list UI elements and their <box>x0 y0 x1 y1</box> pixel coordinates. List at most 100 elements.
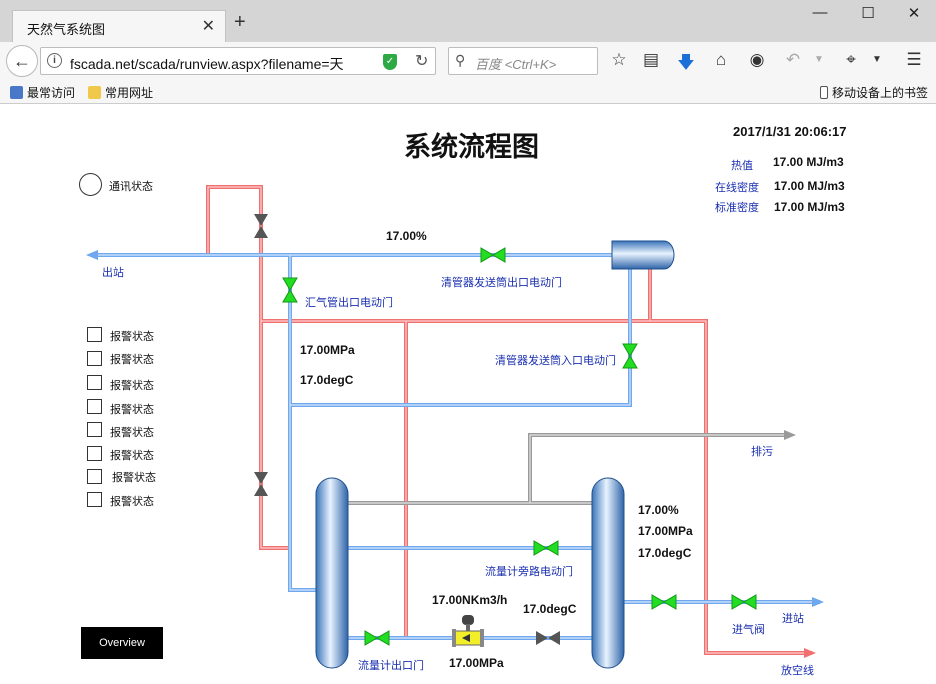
header-valve-label: 汇气管出口电动门 <box>305 297 393 309</box>
flow-meter-icon[interactable] <box>452 615 484 647</box>
flow-value: 17.00NKm3/h <box>432 593 508 607</box>
page-title: 系统流程图 <box>404 132 539 162</box>
search-icon: ⚲ <box>455 52 466 68</box>
drain-arrow-icon <box>784 430 796 440</box>
heat-value-label: 热值 <box>731 160 753 172</box>
browser-tab[interactable]: 天然气系统图 ✕ <box>12 10 226 42</box>
home-icon[interactable]: ⌂ <box>715 50 727 69</box>
gas-pipes <box>92 253 820 640</box>
back-button[interactable]: ← <box>6 45 38 77</box>
flow-temp-value: 17.0degC <box>523 602 577 616</box>
navigation-bar: ← i fscada.net/scada/runview.aspx?filena… <box>0 42 936 80</box>
outlet-label: 出站 <box>102 267 124 279</box>
alarm-indicator <box>87 351 102 366</box>
alarm-label: 报警状态 <box>110 496 154 508</box>
bypass-valve-label: 流量计旁路电动门 <box>485 566 573 578</box>
valve-inlet[interactable] <box>622 343 638 369</box>
menu-icon[interactable]: ☰ <box>906 50 922 69</box>
mobile-icon <box>820 86 828 99</box>
tab-title: 天然气系统图 <box>27 22 106 37</box>
mobile-bookmarks-label: 移动设备上的书签 <box>832 86 929 100</box>
right-temp-value: 17.0degC <box>638 546 692 560</box>
outlet-arrow-icon <box>86 250 98 260</box>
process-diagram <box>86 185 824 669</box>
crop-dropdown-icon[interactable]: ▼ <box>872 54 882 65</box>
bookmark-common-sites[interactable]: 常用网址 <box>88 84 153 101</box>
drain-pipes <box>348 433 790 505</box>
inlet-arrow-icon <box>812 597 824 607</box>
online-density-value: 17.00 MJ/m3 <box>774 179 845 193</box>
bookmarks-toolbar: 最常访问 常用网址 移动设备上的书签 <box>0 80 936 104</box>
close-tab-icon[interactable]: ✕ <box>201 18 215 35</box>
alarm-indicator <box>87 422 102 437</box>
valve-flow-closed[interactable] <box>536 631 560 645</box>
most-visited-icon <box>10 86 23 99</box>
right-percent-value: 17.00% <box>638 503 679 517</box>
url-bar[interactable]: i fscada.net/scada/runview.aspx?filename… <box>40 47 436 75</box>
reading-list-icon[interactable]: ▤ <box>642 50 660 69</box>
valve-header[interactable] <box>282 277 298 303</box>
valve-vent-lower[interactable] <box>254 472 268 496</box>
folder-icon <box>88 86 101 99</box>
alarm-label: 报警状态 <box>110 354 154 366</box>
comm-status-label: 通讯状态 <box>109 181 153 193</box>
vent-arrow-icon <box>804 648 816 658</box>
url-text[interactable]: fscada.net/scada/runview.aspx?filename=天 <box>70 56 344 72</box>
comm-status-indicator <box>79 173 102 196</box>
standard-density-value: 17.00 MJ/m3 <box>774 200 845 214</box>
close-window-icon[interactable]: ✕ <box>907 5 921 22</box>
valve-intake[interactable] <box>731 594 757 610</box>
valve-top-left[interactable] <box>254 214 268 238</box>
mobile-bookmarks[interactable]: 移动设备上的书签 <box>820 84 928 101</box>
vent-line-label: 放空线 <box>781 665 814 677</box>
valve-outlet-open[interactable] <box>480 247 506 263</box>
alarm-indicator <box>87 446 102 461</box>
alarm-label: 报警状态 <box>110 380 154 392</box>
chat-icon[interactable]: ◉ <box>749 50 765 69</box>
minimize-icon[interactable]: — <box>812 4 828 21</box>
outlet-valve-label: 清管器发送筒出口电动门 <box>441 277 562 289</box>
shield-icon[interactable]: ✓ <box>383 54 397 70</box>
valve-inlet-right[interactable] <box>651 594 677 610</box>
undo-icon[interactable]: ↶ <box>785 50 801 69</box>
crop-icon[interactable]: ⌖ <box>846 50 856 69</box>
standard-density-label: 标准密度 <box>715 202 759 214</box>
alarm-label: 报警状态 <box>110 404 154 416</box>
right-pressure-value: 17.00MPa <box>638 524 693 538</box>
online-density-label: 在线密度 <box>715 182 759 194</box>
tab-bar: 天然气系统图 ✕ + — ☐ ✕ <box>0 0 936 42</box>
mid-temp-value: 17.0degC <box>300 373 354 387</box>
filter-tank-left <box>315 477 349 669</box>
bookmark-star-icon[interactable]: ☆ <box>611 50 627 69</box>
search-input[interactable]: 百度 <Ctrl+K> <box>475 57 557 72</box>
heat-value: 17.00 MJ/m3 <box>773 155 844 169</box>
alarm-label: 报警状态 <box>112 472 156 484</box>
bookmark-most-visited[interactable]: 最常访问 <box>10 84 75 101</box>
datetime: 2017/1/31 20:06:17 <box>733 124 847 139</box>
alarm-indicator <box>87 469 102 484</box>
maximize-icon[interactable]: ☐ <box>861 5 875 22</box>
undo-dropdown-icon[interactable]: ▼ <box>814 54 824 65</box>
reload-icon[interactable]: ↻ <box>415 53 429 70</box>
drain-label: 排污 <box>751 446 773 458</box>
intake-valve-label: 进气阀 <box>732 624 765 636</box>
alarm-label: 报警状态 <box>110 450 154 462</box>
top-percent-value: 17.00% <box>386 229 427 243</box>
valve-bypass[interactable] <box>533 540 559 556</box>
download-icon[interactable]: 🡇 <box>677 53 695 72</box>
alarm-indicator <box>87 327 102 342</box>
inlet-valve-label: 清管器发送筒入口电动门 <box>495 355 616 367</box>
inlet-label: 进站 <box>782 613 804 625</box>
bookmark-label: 最常访问 <box>27 86 76 100</box>
info-icon[interactable]: i <box>47 53 62 68</box>
mid-pressure-value: 17.00MPa <box>300 343 355 357</box>
alarm-indicator <box>87 399 102 414</box>
alarm-label: 报警状态 <box>110 331 154 343</box>
overview-button[interactable]: Overview <box>81 627 163 659</box>
new-tab-button[interactable]: + <box>234 11 246 33</box>
pig-launcher-tank <box>611 240 675 270</box>
filter-tank-right <box>591 477 625 669</box>
alarm-indicator <box>87 492 102 507</box>
search-bar[interactable]: ⚲ 百度 <Ctrl+K> <box>448 47 598 75</box>
valve-meter-outlet[interactable] <box>364 630 390 646</box>
